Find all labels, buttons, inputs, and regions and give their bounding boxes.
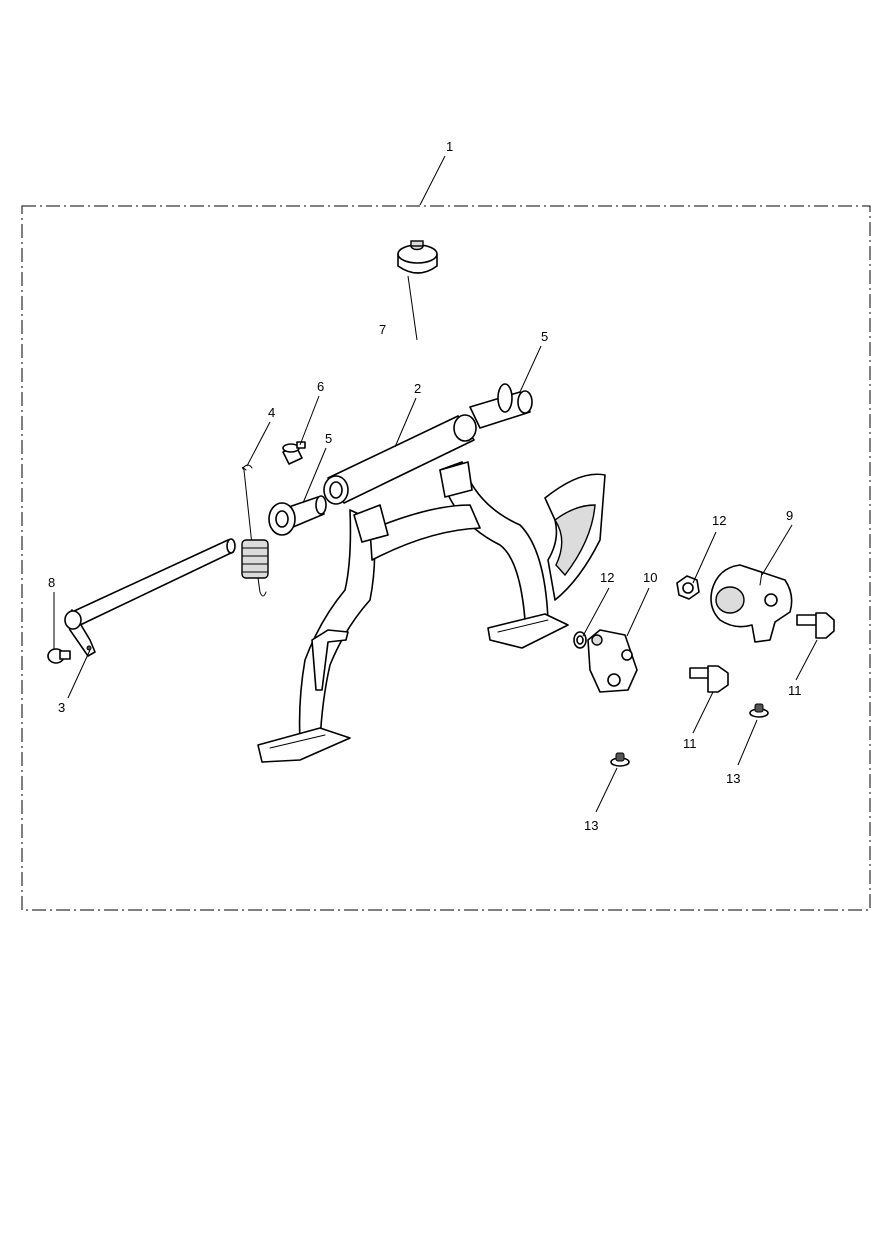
callout-5-lower: 5 [325,431,332,446]
callout-4: 4 [268,405,275,420]
part-7-bump-stop [397,240,438,274]
part-13-fastener-lower [610,752,630,767]
callout-7: 7 [379,322,386,337]
callout-9: 9 [786,508,793,523]
callout-2: 2 [414,381,421,396]
callout-11-right: 11 [788,683,802,698]
callout-11-lower: 11 [683,736,697,751]
part-6-grease-nipple [282,441,306,465]
part-11-bolt-right [796,612,835,639]
callout-12-upper: 12 [712,513,726,528]
leader-lines [53,155,818,813]
part-3-pivot-spindle [64,538,236,657]
part-5-bush-lower [268,495,327,536]
part-13-fastener-right [749,703,769,718]
part-5-bush-upper [469,383,533,429]
callout-10: 10 [643,570,657,585]
kit-boundary [21,205,871,911]
part-2-centre-stand [257,414,606,763]
part-10-bracket [587,629,638,693]
callout-8: 8 [48,575,55,590]
callout-12-lower: 12 [600,570,614,585]
callout-13-right: 13 [726,771,740,786]
part-8-screw [47,648,71,664]
callout-13-lower: 13 [584,818,598,833]
part-4-spring [241,464,269,597]
part-9-bracket [710,564,793,643]
callout-1: 1 [446,139,453,154]
callout-5-upper: 5 [541,329,548,344]
part-11-bolt-lower [689,665,729,693]
callout-6: 6 [317,379,324,394]
part-12-nut-upper [676,575,700,600]
callout-3: 3 [58,700,65,715]
